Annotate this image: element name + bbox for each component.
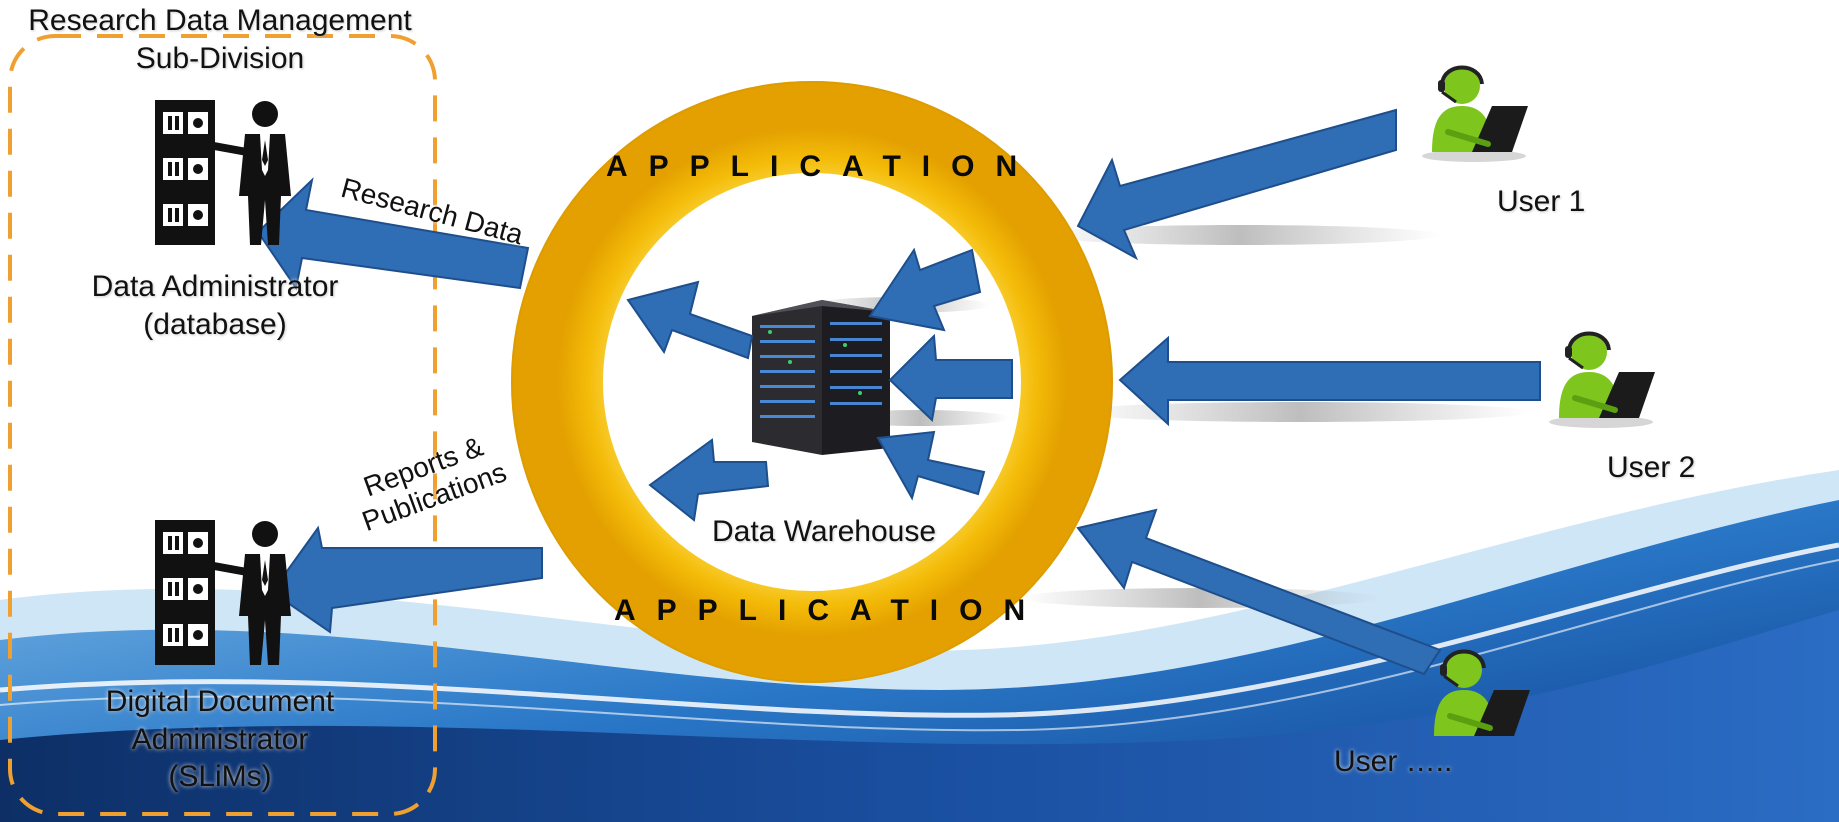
document-admin-label: Digital Document Administrator (SLiMs) <box>105 685 335 793</box>
user-2-icon <box>1549 331 1655 428</box>
document-admin-icon <box>155 520 291 665</box>
arrow-into-warehouse-3 <box>876 430 986 501</box>
arrow-into-warehouse-2 <box>888 333 1013 423</box>
arrow-warehouse-out-top <box>626 280 754 360</box>
arrow-warehouse-out-bottom <box>648 438 770 522</box>
arrow-from-user-2 <box>1118 335 1541 427</box>
user-3-icon <box>1434 649 1530 736</box>
user-1-icon <box>1422 65 1528 162</box>
user-3-label: User ….. <box>1334 745 1453 778</box>
subdivision-title: Research Data Management Sub-Division <box>28 4 412 75</box>
user-1-label: User 1 <box>1497 185 1586 218</box>
user-2-label: User 2 <box>1607 451 1696 484</box>
subdivision-border <box>8 34 437 816</box>
ring-label-top: APPLICATION <box>606 150 1039 183</box>
arrow-to-document-admin <box>270 525 543 634</box>
arrow-to-data-admin <box>256 177 530 291</box>
arrows <box>256 108 1541 676</box>
database-admin-icon <box>155 100 291 245</box>
arrow-from-user-1 <box>1076 108 1397 261</box>
application-ring <box>511 81 1113 683</box>
background-wave <box>0 470 1839 822</box>
arrow-into-warehouse-1 <box>868 247 982 332</box>
arrow-from-user-3 <box>1076 508 1442 676</box>
warehouse-label: Data Warehouse <box>712 515 937 548</box>
ring-label-bottom: APPLICATION <box>614 594 1047 627</box>
server-rack-icon <box>752 300 890 455</box>
data-admin-label: Data Administrator (database) <box>91 270 339 341</box>
